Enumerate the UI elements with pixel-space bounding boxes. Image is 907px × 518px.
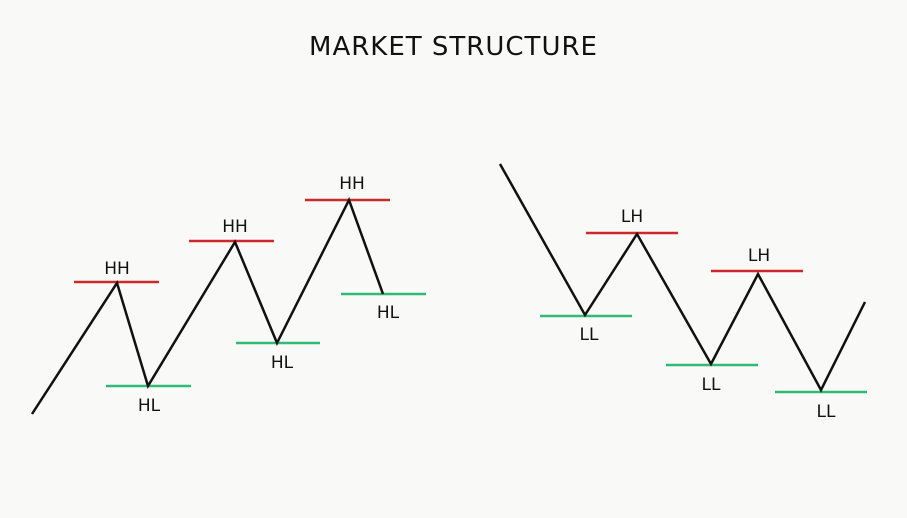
uptrend-label-hh: HH (222, 217, 248, 237)
downtrend-label-ll: LL (580, 325, 599, 345)
downtrend-group: LL LH LL LH LL (498, 163, 867, 422)
downtrend-label-ll: LL (702, 375, 721, 395)
uptrend-price-path (30, 196, 385, 415)
downtrend-label-lh: LH (748, 246, 770, 266)
uptrend-label-hh: HH (339, 174, 365, 194)
downtrend-label-ll: LL (817, 402, 836, 422)
diagram-title: MARKET STRUCTURE (309, 32, 598, 62)
uptrend-label-hl: HL (138, 396, 161, 416)
uptrend-group: HH HL HH HL HH HL (30, 174, 426, 416)
downtrend-label-lh: LH (621, 207, 643, 227)
uptrend-label-hh: HH (104, 259, 130, 279)
downtrend-price-path (498, 163, 867, 393)
uptrend-label-hl: HL (271, 353, 294, 373)
uptrend-label-hl: HL (377, 303, 400, 323)
